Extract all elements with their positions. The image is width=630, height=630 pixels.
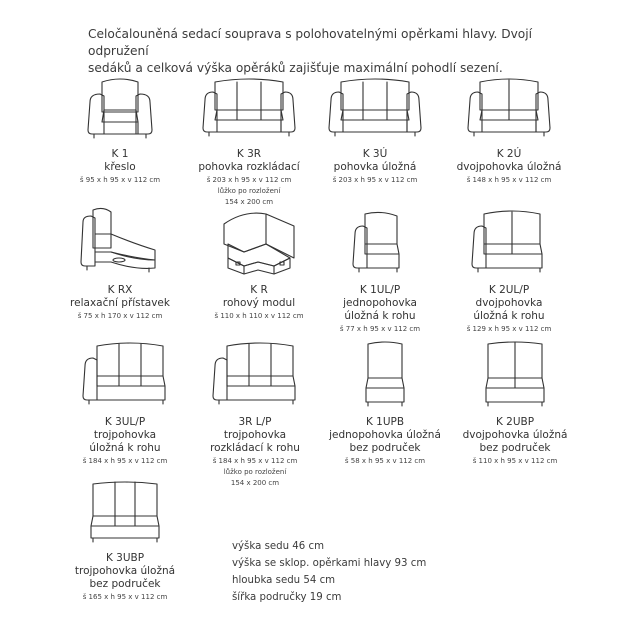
product-k1ulp: K 1UL/P jednopohovka úložná k rohu š 77 … — [305, 204, 455, 334]
product-name-line-1: dvojpohovka úložná — [462, 429, 568, 441]
sofa-3-icon — [328, 78, 422, 137]
product-code: K R — [250, 284, 268, 296]
product-dims: š 184 x h 95 x v 112 cm — [82, 457, 168, 465]
product-code: K 1 — [111, 148, 129, 160]
product-code: K 2UL/P — [488, 284, 530, 296]
specs-list: výška sedu 46 cm výška se sklop. opěrkam… — [232, 538, 426, 606]
product-dims: š 58 x h 95 x v 112 cm — [344, 457, 426, 465]
product-name-line-2: bez područek — [479, 442, 551, 454]
product-3rlp: 3R L/P trojpohovka rozkládací k rohu š 1… — [180, 338, 330, 488]
product-k3ubp: K 3UBP trojpohovka úložná bez područek š… — [50, 478, 200, 602]
triple-arm-icon — [82, 342, 166, 405]
intro-line-2: sedáků a celková výška opěráků zajišťuje… — [88, 61, 503, 75]
triple-noarm-icon — [90, 481, 160, 543]
sofa-3-icon — [202, 78, 296, 137]
product-dims: š 148 x h 95 x v 112 cm — [466, 176, 552, 184]
product-name-line-2: bez područek — [89, 578, 161, 590]
product-kr: K R rohový modul š 110 x h 110 x v 112 c… — [184, 204, 334, 321]
product-name-line-1: trojpohovka úložná — [74, 565, 176, 577]
product-k2ulp: K 2UL/P dvojpohovka úložná k rohu š 129 … — [434, 204, 584, 334]
product-dims: š 75 x h 170 x v 112 cm — [77, 312, 163, 320]
product-k3ulp: K 3UL/P trojpohovka úložná k rohu š 184 … — [50, 338, 200, 466]
product-dims: š 165 x h 95 x v 112 cm — [82, 593, 168, 601]
spec-seat-depth: hloubka sedu 54 cm — [232, 575, 336, 586]
product-code: K 3Ú — [362, 148, 388, 160]
product-bed-size: 154 x 200 cm — [230, 479, 280, 487]
product-code: K RX — [107, 284, 133, 296]
product-name: pohovka úložná — [333, 161, 417, 173]
product-krx: K RX relaxační přístavek š 75 x h 170 x … — [45, 204, 195, 321]
product-name: pohovka rozkládací — [198, 161, 300, 173]
product-name-line-2: úložná k rohu — [89, 442, 161, 454]
triple-arm-icon — [212, 342, 296, 405]
product-name-line-1: trojpohovka — [223, 429, 287, 441]
product-code: K 3R — [236, 148, 262, 160]
product-k2u: K 2Ú dvojpohovka úložná š 148 x h 95 x v… — [434, 74, 584, 185]
product-name-line-2: rozkládací k rohu — [210, 442, 300, 454]
product-code: K 1UPB — [365, 416, 405, 428]
spec-headrest-height: výška se sklop. opěrkami hlavy 93 cm — [232, 558, 427, 569]
product-name-line-1: trojpohovka — [93, 429, 157, 441]
product-k3u: K 3Ú pohovka úložná š 203 x h 95 x v 112… — [300, 74, 450, 185]
product-dims: š 203 x h 95 x v 112 cm — [332, 176, 418, 184]
single-noarm-icon — [365, 341, 405, 407]
product-name-line-2: úložná k rohu — [473, 310, 545, 322]
product-name-line-1: jednopohovka — [343, 297, 417, 309]
spec-armrest-width: šířka područky 19 cm — [232, 592, 342, 603]
sofa-2-icon — [467, 78, 551, 137]
single-arm-icon — [352, 211, 400, 273]
product-code: 3R L/P — [238, 416, 272, 428]
product-name-line-2: bez područek — [349, 442, 421, 454]
product-dims: š 95 x h 95 x v 112 cm — [79, 176, 161, 184]
double-noarm-icon — [485, 341, 545, 407]
product-code: K 2UBP — [495, 416, 535, 428]
intro-line-1: Celočalouněná sedací souprava s polohova… — [88, 27, 533, 58]
product-dims: š 110 x h 110 x v 112 cm — [214, 312, 304, 320]
product-name: dvojpohovka úložná — [456, 161, 562, 173]
corner-icon — [223, 212, 295, 275]
chaise-icon — [80, 207, 156, 273]
spec-seat-height: výška sedu 46 cm — [232, 541, 325, 552]
product-dims: š 129 x h 95 x v 112 cm — [466, 325, 552, 333]
product-name-line-2: úložná k rohu — [344, 310, 416, 322]
product-dims: š 203 x h 95 x v 112 cm — [206, 176, 292, 184]
product-dims: š 184 x h 95 x v 112 cm — [212, 457, 298, 465]
product-name-line-1: dvojpohovka — [475, 297, 543, 309]
product-name: křeslo — [104, 161, 136, 173]
product-bed-size: 154 x 200 cm — [224, 198, 274, 206]
product-name-line-1: jednopohovka úložná — [329, 429, 441, 441]
intro-text: Celočalouněná sedací souprava s polohova… — [88, 26, 558, 77]
product-bed-label: lůžko po rozložení — [223, 468, 287, 476]
double-arm-icon — [471, 210, 543, 273]
product-dims: š 77 x h 95 x v 112 cm — [339, 325, 421, 333]
armchair-icon — [87, 78, 153, 139]
product-code: K 3UL/P — [104, 416, 146, 428]
product-dims: š 110 x h 95 x v 112 cm — [472, 457, 558, 465]
product-bed-label: lůžko po rozložení — [217, 187, 281, 195]
product-k2ubp: K 2UBP dvojpohovka úložná bez područek š… — [440, 338, 590, 466]
product-code: K 1UL/P — [359, 284, 401, 296]
product-k1upb: K 1UPB jednopohovka úložná bez područek … — [310, 338, 460, 466]
product-k3r: K 3R pohovka rozkládací š 203 x h 95 x v… — [174, 74, 324, 207]
product-k1: K 1 křeslo š 95 x h 95 x v 112 cm — [45, 74, 195, 185]
product-code: K 2Ú — [496, 148, 522, 160]
product-name: rohový modul — [222, 297, 296, 309]
product-code: K 3UBP — [105, 552, 145, 564]
product-name: relaxační přístavek — [70, 297, 170, 309]
